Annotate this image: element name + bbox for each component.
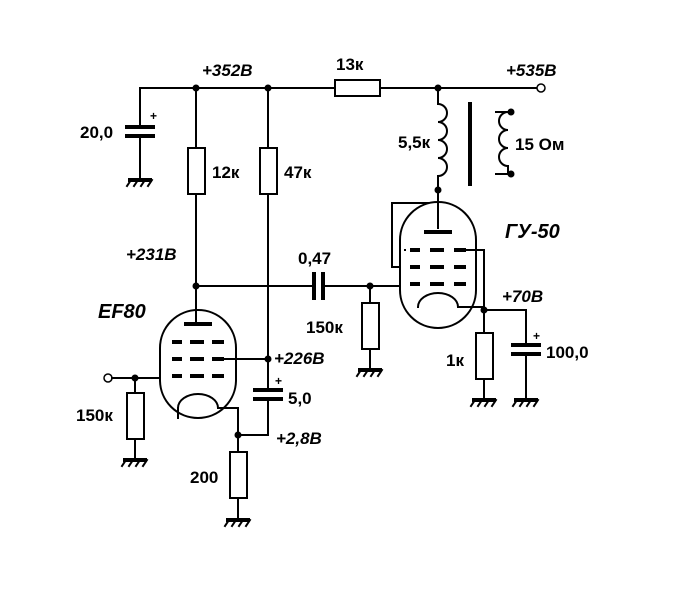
label-c047: 0,47 [298, 249, 331, 268]
secondary-terminal-top [507, 108, 515, 116]
label-trafo-primary: 5,5к [398, 133, 431, 152]
label-v535: +535В [506, 61, 557, 80]
label-v70: +70В [502, 287, 543, 306]
input-terminal [103, 373, 113, 383]
label-r12k: 12к [212, 163, 240, 182]
label-v28: +2,8В [276, 429, 322, 448]
resistor-1k [475, 332, 494, 380]
output-transformer [436, 87, 510, 204]
label-c100: 100,0 [546, 343, 589, 362]
plus-mark-c20: + [150, 109, 157, 123]
junction-226 [264, 355, 272, 363]
resistor-150k-grid-out [361, 302, 380, 350]
label-r150k-grid-in: 150к [76, 406, 113, 425]
resistor-13k [334, 79, 381, 97]
label-r1k: 1к [446, 351, 464, 370]
label-r150k-grid-out: 150к [306, 318, 343, 337]
label-tube-ef80: EF80 [98, 301, 146, 323]
label-r47k: 47к [284, 163, 312, 182]
ground-symbol-c20 [125, 178, 154, 188]
label-v226: +226В [274, 349, 325, 368]
resistor-12k [187, 147, 206, 195]
label-c5: 5,0 [288, 389, 312, 408]
b-plus-terminal [536, 83, 546, 93]
label-v352: +352В [202, 61, 253, 80]
resistor-150k-grid-in [126, 392, 145, 440]
gu50-screen-loop [391, 202, 439, 268]
capacitor-100 [511, 309, 541, 399]
label-c20: 20,0 [80, 123, 113, 142]
gu50-suppressor-link [465, 249, 485, 311]
label-tube-gu50: ГУ-50 [505, 221, 560, 243]
tube-ef80 [159, 309, 237, 419]
junction-anode-gu50 [434, 186, 442, 194]
capacitor-5 [253, 388, 283, 436]
capacitor-20 [125, 87, 155, 179]
label-r200: 200 [190, 468, 218, 487]
ground-symbol-150k-in [120, 458, 149, 468]
resistor-47k [259, 147, 278, 195]
label-v231: +231В [126, 245, 177, 264]
label-r13k: 13к [336, 55, 364, 74]
ground-symbol-c100 [511, 398, 540, 408]
resistor-200 [229, 451, 248, 499]
label-trafo-secondary: 15 Ом [515, 135, 564, 154]
secondary-terminal-bottom [507, 170, 515, 178]
ground-symbol-1k [469, 398, 498, 408]
plus-mark-c5: + [275, 374, 282, 388]
plus-mark-c100: + [533, 329, 540, 343]
ground-symbol-200 [223, 518, 252, 528]
ground-symbol-150k-out [355, 368, 384, 378]
capacitor-047 [312, 272, 325, 300]
ef80-cathode-link [217, 407, 239, 436]
tube-gu50 [399, 201, 477, 329]
